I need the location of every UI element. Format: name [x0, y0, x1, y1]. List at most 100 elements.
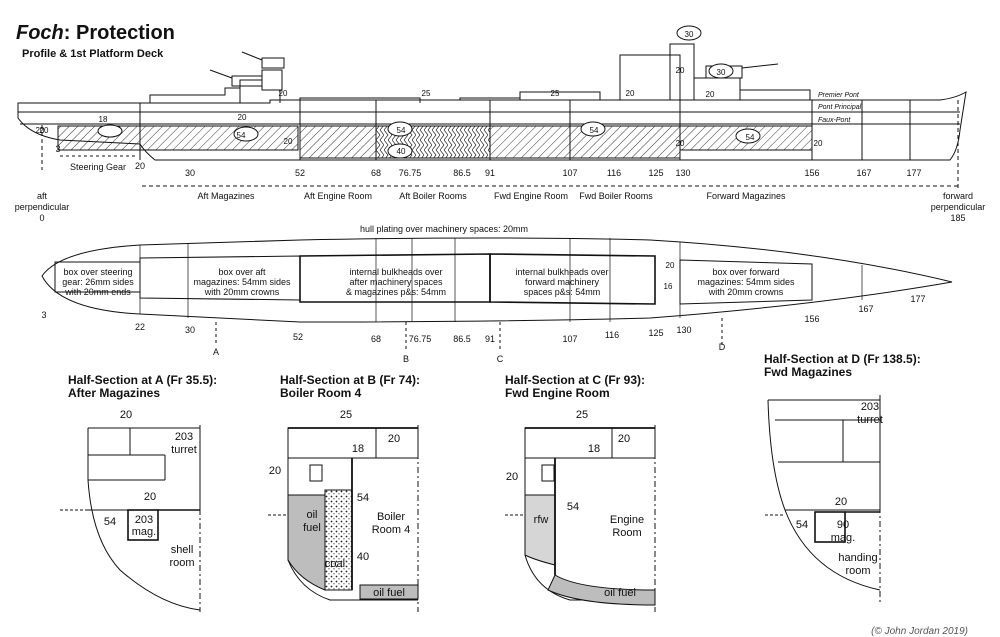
profile-armor-value: 20 [626, 89, 635, 98]
profile-zone-label: Aft Magazines [197, 191, 255, 201]
plan-box-label: with 20mm crowns [708, 287, 784, 297]
profile-oval-markers [97, 25, 761, 159]
section-c-label: 18 [588, 443, 600, 455]
plan-armor-value: 20 [666, 261, 675, 270]
rfw-tank [524, 494, 556, 566]
section-marker: C [497, 354, 504, 364]
profile-armor-value: 20 [36, 126, 45, 135]
profile-armor-value: 25 [551, 89, 560, 98]
profile-armor-value: 40 [397, 147, 406, 156]
profile-armor-value: 20 [238, 113, 247, 122]
profile-frame-number: 52 [295, 168, 305, 178]
plan-frame-number: 86.5 [453, 334, 471, 344]
plan-hull-plating-label: hull plating over machinery spaces: 20mm [360, 224, 528, 234]
section-b-label: 20 [269, 465, 281, 477]
section-a-label: 203 [135, 514, 153, 526]
fwd-perp-label: 185 [950, 213, 965, 223]
section-d-label: 90 [837, 519, 849, 531]
section-b-label: oil fuel [373, 587, 405, 599]
plan-frame-number: 52 [293, 332, 303, 342]
profile-frame-number: 125 [648, 168, 663, 178]
profile-armor-value: 18 [99, 115, 108, 124]
plan-frame-number: 76.75 [409, 334, 432, 344]
plan-labels: hull plating over machinery spaces: 20mm… [41, 224, 925, 364]
plan-frame-number: 130 [676, 325, 691, 335]
section-b-label: coal [325, 558, 345, 570]
profile-frame-number: 167 [856, 168, 871, 178]
plan-box-label: magazines: 54mm sides [697, 277, 795, 287]
profile-frame-number: 20 [135, 161, 145, 171]
plan-frame-number: 116 [605, 330, 619, 340]
page-title: Foch: Protection [16, 22, 175, 45]
section-c-title-line2: Fwd Engine Room [505, 386, 610, 400]
plan-frame-number: 91 [485, 334, 495, 344]
aft-perp-label: aft [37, 191, 48, 201]
half-section-c-drawing [505, 425, 656, 612]
profile-zone-label: Aft Boiler Rooms [399, 191, 467, 201]
section-b-label: Room 4 [372, 524, 411, 536]
deck-name-label: Faux-Pont [818, 117, 851, 124]
plan-box-label: box over forward [712, 267, 779, 277]
section-d-title-line1: Half-Section at D (Fr 138.5): [764, 352, 921, 366]
aft-magazine-armour [57, 125, 299, 151]
section-a-label: 203 [175, 431, 193, 443]
section-a-label: turret [171, 444, 197, 456]
page-subtitle: Profile & 1st Platform Deck [22, 48, 164, 60]
section-d-label: room [845, 565, 870, 577]
fwd-perp-label: perpendicular [931, 202, 986, 212]
section-d-title: Half-Section at D (Fr 138.5):Fwd Magazin… [764, 353, 921, 379]
section-marker: D [719, 342, 726, 352]
plan-box-label: spaces p&s: 54mm [524, 287, 601, 297]
section-a-label: mag. [132, 526, 156, 538]
profile-armor-value: 54 [237, 131, 246, 140]
hull-profile-outline [17, 91, 967, 161]
section-a-label: 20 [120, 409, 132, 421]
plan-box-label: box over steering [63, 267, 132, 277]
section-d-label: handing [838, 552, 877, 564]
plan-frame-number: 125 [648, 328, 663, 338]
plan-box-label: internal bulkheads over [349, 267, 442, 277]
profile-zone-label: Fwd Engine Room [494, 191, 568, 201]
plan-armor-value: 16 [664, 282, 673, 291]
plan-box-label: after machinery spaces [349, 277, 443, 287]
profile-armor-value: 30 [685, 30, 694, 39]
section-b-label: Boiler [377, 511, 405, 523]
plan-frame-number: 22 [135, 322, 145, 332]
section-c-label: 20 [618, 433, 630, 445]
plan-frame-number: 177 [910, 294, 925, 304]
section-b-label: 18 [352, 443, 364, 455]
section-c-label: 25 [576, 409, 588, 421]
oil-fuel-bottom-b [359, 584, 419, 600]
section-d-label: mag. [831, 532, 855, 544]
section-c-label: Engine [610, 514, 644, 526]
profile-frame-number: 107 [562, 168, 577, 178]
section-c-label: 54 [567, 501, 579, 513]
plan-box-label: gear: 26mm sides [62, 277, 134, 287]
credit-line: (© John Jordan 2019) [871, 626, 968, 637]
profile-frame-number: 68 [371, 168, 381, 178]
profile-armor-value: 20 [814, 139, 823, 148]
plan-frame-number: 167 [858, 304, 873, 314]
profile-frame-number: 156 [804, 168, 819, 178]
section-d-title-line2: Fwd Magazines [764, 365, 853, 379]
plan-hull-outline [41, 237, 953, 323]
section-b-label: fuel [303, 522, 321, 534]
plan-box-label: internal bulkheads over [515, 267, 608, 277]
half-section-a-drawing [60, 425, 201, 612]
plan-box-label: with 20mm ends [64, 287, 131, 297]
section-a-label: shell [171, 544, 194, 556]
profile-armor-value: 25 [422, 89, 431, 98]
profile-armor-value: 54 [746, 133, 755, 142]
section-b-label: 54 [357, 492, 369, 504]
section-marker: B [403, 354, 409, 364]
section-b-label: 25 [340, 409, 352, 421]
section-a-label: 54 [104, 516, 116, 528]
plan-box-label: box over aft [218, 267, 266, 277]
section-c-label: oil fuel [604, 587, 636, 599]
section-d-label: 20 [835, 496, 847, 508]
profile-armor-value: 20 [706, 90, 715, 99]
oil-fuel-bottom-c [547, 574, 656, 606]
profile-frame-number: 30 [185, 168, 195, 178]
profile-frame-number: 76.75 [399, 168, 422, 178]
